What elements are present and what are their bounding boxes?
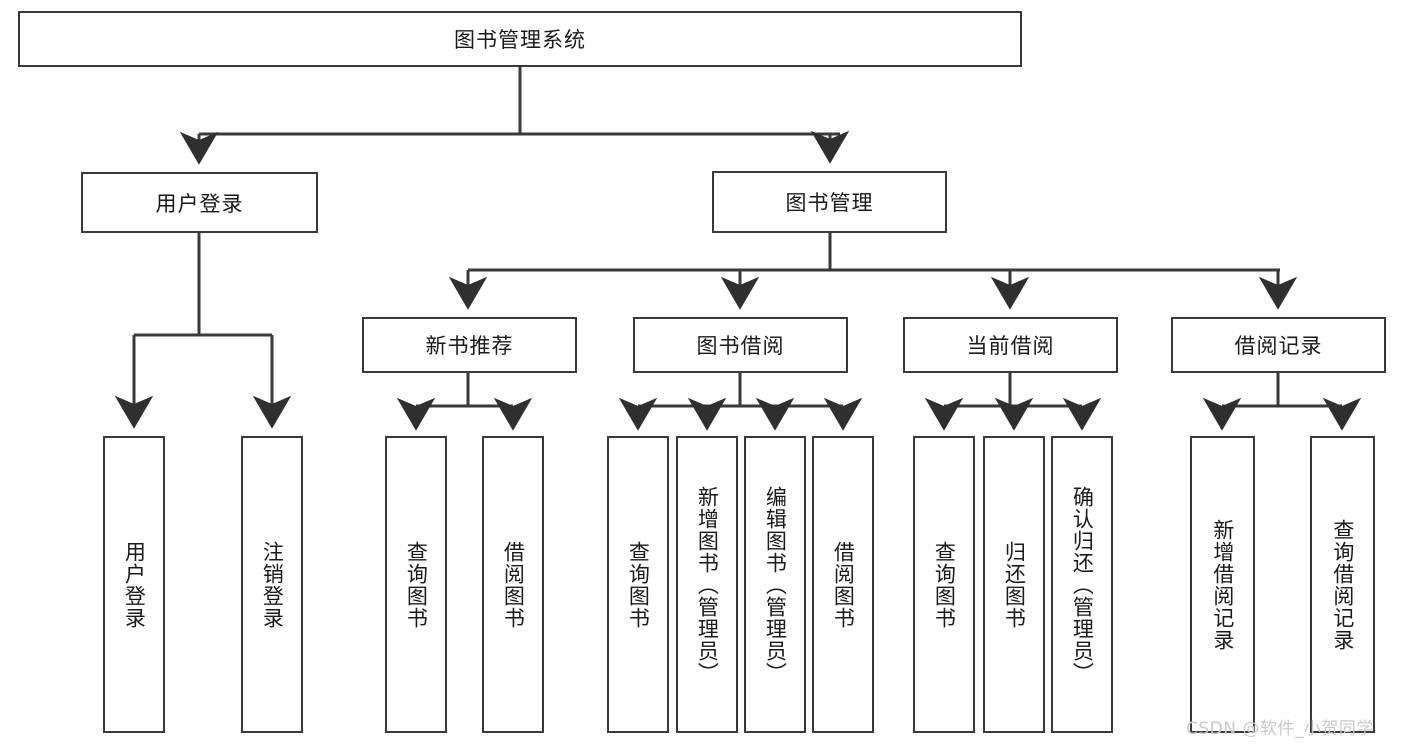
node-label: 图书管理系统 xyxy=(454,28,586,52)
node-label: 注销登录 xyxy=(260,540,285,629)
node-label: 用户登录 xyxy=(122,540,147,629)
leaf-edit-book-admin[interactable]: 编辑图书（管理员） xyxy=(744,436,806,733)
node-label: 查询图书 xyxy=(626,540,651,629)
node-label: 借阅图书 xyxy=(831,540,856,629)
node-user-login[interactable]: 用户登录 xyxy=(81,172,318,233)
leaf-borrow-book-1[interactable]: 借阅图书 xyxy=(482,436,544,733)
leaf-add-borrow-record[interactable]: 新增借阅记录 xyxy=(1190,436,1255,733)
node-label: 用户登录 xyxy=(155,191,244,216)
node-label: 新增图书（管理员） xyxy=(695,485,720,684)
node-label: 借阅图书 xyxy=(501,540,526,629)
leaf-query-book-3[interactable]: 查询图书 xyxy=(913,436,975,733)
node-label: 当前借阅 xyxy=(966,334,1055,358)
node-label: 借阅记录 xyxy=(1234,334,1323,358)
node-title-box[interactable]: 图书管理系统 xyxy=(18,11,1022,67)
leaf-borrow-book-2[interactable]: 借阅图书 xyxy=(812,436,874,733)
node-book-borrow[interactable]: 图书借阅 xyxy=(633,317,848,373)
node-label: 编辑图书（管理员） xyxy=(763,485,788,684)
node-label: 新增借阅记录 xyxy=(1210,518,1235,651)
node-label: 图书借阅 xyxy=(696,334,785,358)
leaf-query-borrow-record[interactable]: 查询借阅记录 xyxy=(1310,436,1375,733)
node-current-borrow[interactable]: 当前借阅 xyxy=(903,317,1118,373)
leaf-add-book-admin[interactable]: 新增图书（管理员） xyxy=(676,436,738,733)
leaf-user-login[interactable]: 用户登录 xyxy=(103,436,165,733)
node-label: 新书推荐 xyxy=(425,334,514,358)
node-book-manage[interactable]: 图书管理 xyxy=(712,171,947,233)
node-label: 图书管理 xyxy=(785,191,874,215)
leaf-query-book-1[interactable]: 查询图书 xyxy=(385,436,447,733)
node-label: 归还图书 xyxy=(1002,540,1027,629)
leaf-query-book-2[interactable]: 查询图书 xyxy=(607,436,669,733)
node-label: 确认归还（管理员） xyxy=(1070,485,1095,684)
node-label: 查询图书 xyxy=(932,540,957,629)
leaf-return-book[interactable]: 归还图书 xyxy=(983,436,1045,733)
leaf-confirm-return-admin[interactable]: 确认归还（管理员） xyxy=(1051,436,1113,733)
node-label: 查询借阅记录 xyxy=(1330,518,1355,651)
leaf-logout[interactable]: 注销登录 xyxy=(241,436,303,733)
node-label: 查询图书 xyxy=(404,540,429,629)
csdn-watermark: CSDN @软件_小贺同学 xyxy=(1186,719,1374,739)
node-new-book-recommend[interactable]: 新书推荐 xyxy=(362,317,577,373)
node-borrow-record[interactable]: 借阅记录 xyxy=(1171,317,1386,373)
